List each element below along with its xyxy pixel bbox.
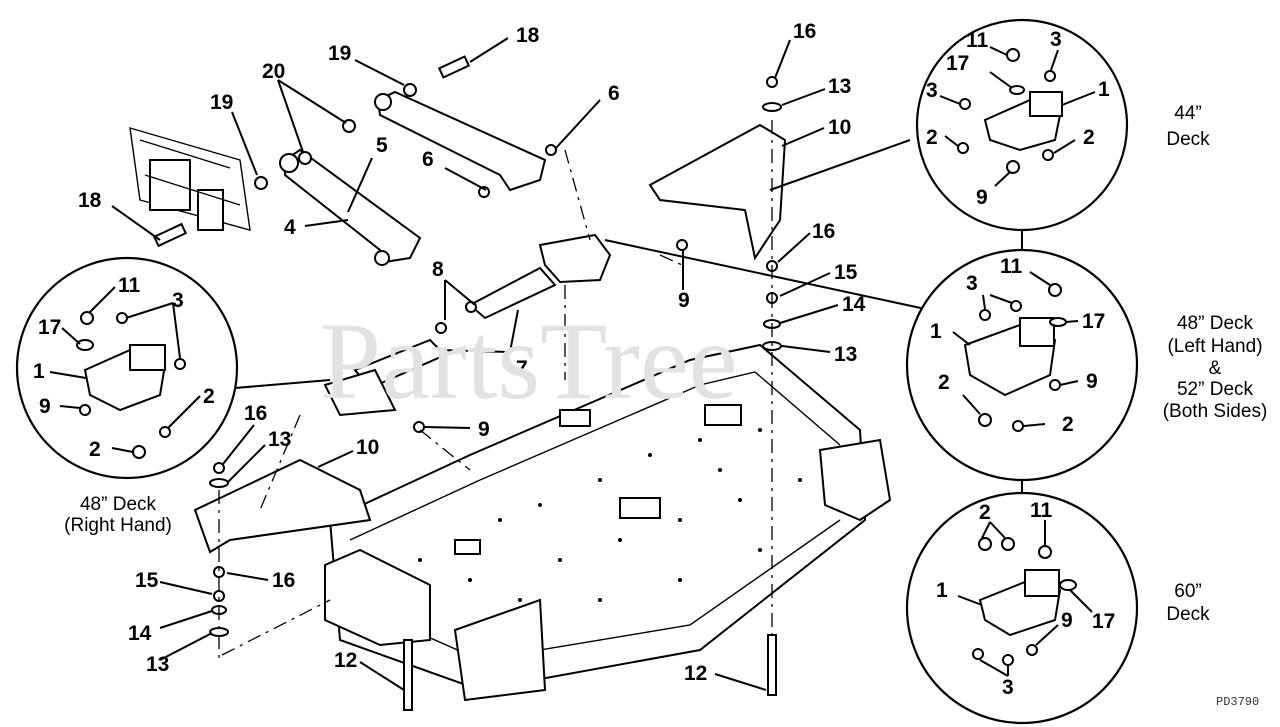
callout-2: 2 [938, 371, 950, 394]
callout-16: 16 [793, 20, 816, 43]
caption-48-right-line2: (Right Hand) [64, 515, 172, 536]
callout-15: 15 [135, 569, 159, 592]
callout-9: 9 [678, 289, 690, 312]
callout-9: 9 [1086, 370, 1098, 393]
callout-5: 5 [376, 134, 388, 157]
lift-arm-lower [279, 148, 422, 266]
callout-15: 15 [834, 261, 858, 284]
callout-3: 3 [172, 289, 184, 312]
callout-2: 2 [926, 126, 938, 149]
baffle-left [193, 458, 372, 554]
callout-4: 4 [284, 216, 296, 239]
callout-3: 3 [1050, 28, 1062, 51]
callout-2: 2 [979, 501, 991, 524]
callout-9: 9 [39, 395, 51, 418]
callout-16: 16 [812, 220, 835, 243]
assembly-lines [218, 120, 773, 660]
callout-13: 13 [834, 343, 857, 366]
callout-14: 14 [842, 293, 866, 316]
watermark: PartsTree TM [320, 300, 959, 422]
callout-9: 9 [478, 418, 490, 441]
callout-11: 11 [1030, 499, 1053, 522]
caption-60-line2: Deck [1166, 604, 1210, 625]
callout-leaders [111, 37, 931, 691]
caption-48-left-line5: (Both Sides) [1163, 401, 1268, 422]
hardware [152, 55, 782, 711]
mower-deck [324, 343, 892, 702]
callout-14: 14 [128, 622, 152, 645]
callout-16: 16 [244, 402, 267, 425]
callout-2: 2 [203, 385, 215, 408]
caption-48-left-line2: (Left Hand) [1167, 336, 1262, 357]
callout-2: 2 [1062, 413, 1074, 436]
lift-bracket-assembly [323, 233, 612, 417]
callout-12: 12 [334, 649, 357, 672]
callout-9: 9 [1061, 609, 1073, 632]
drawing-code: PD3790 [1216, 695, 1259, 709]
caption-48-right-line1: 48” Deck [80, 494, 157, 515]
callout-19: 19 [210, 91, 233, 114]
tractor-frame [129, 127, 251, 231]
callout-2: 2 [1083, 126, 1095, 149]
callout-17: 17 [38, 316, 61, 339]
callout-3: 3 [926, 79, 938, 102]
callout-11: 11 [1000, 255, 1023, 278]
callout-1: 1 [33, 360, 45, 383]
callout-2: 2 [89, 438, 101, 461]
caption-44-line1: 44” [1174, 103, 1201, 124]
callout-17: 17 [1092, 610, 1115, 633]
callout-7: 7 [516, 357, 528, 380]
callout-13: 13 [268, 428, 291, 451]
callout-10: 10 [828, 116, 851, 139]
callout-19: 19 [328, 42, 351, 65]
callout-11: 11 [966, 29, 989, 52]
detail-48-right-hand: 11 3 17 1 9 2 2 48” Deck (Right Hand) [15, 256, 239, 536]
callout-10: 10 [356, 436, 379, 459]
svg-text:PartsTree: PartsTree [320, 300, 738, 422]
callout-3: 3 [1002, 676, 1014, 699]
callout-6: 6 [422, 148, 434, 171]
callout-8: 8 [432, 258, 444, 281]
detail-60-deck: 2 11 1 17 9 3 60” Deck [905, 491, 1210, 725]
callout-labels: 18 19 20 19 18 5 4 6 6 8 7 9 9 16 13 10 … [78, 20, 866, 685]
callout-16: 16 [272, 569, 295, 592]
baffle-right [648, 123, 787, 261]
lift-arm-upper [374, 90, 547, 192]
caption-48-left-line1: 48” Deck [1177, 313, 1254, 334]
callout-17: 17 [1082, 310, 1105, 333]
callout-17: 17 [946, 52, 969, 75]
callout-18: 18 [516, 24, 540, 47]
callout-1: 1 [1098, 78, 1110, 101]
callout-6: 6 [608, 82, 620, 105]
caption-48-left-line4: 52” Deck [1177, 379, 1254, 400]
detail-48-left-52-deck: 11 3 17 1 2 9 2 48” Deck (Left Hand) & 5… [905, 248, 1268, 482]
callout-3: 3 [966, 272, 978, 295]
callout-1: 1 [936, 579, 948, 602]
caption-48-left-line3: & [1209, 358, 1222, 379]
callout-12: 12 [684, 662, 707, 685]
callout-20: 20 [262, 60, 285, 83]
callout-18: 18 [78, 189, 102, 212]
callout-13: 13 [146, 653, 169, 676]
callout-9: 9 [976, 186, 988, 209]
detail-44-deck: 11 3 17 3 1 2 2 9 44” Deck [915, 18, 1210, 232]
caption-60-line1: 60” [1174, 581, 1201, 602]
caption-44-line2: Deck [1166, 129, 1210, 150]
callout-11: 11 [118, 274, 141, 297]
callout-1: 1 [930, 320, 942, 343]
callout-13: 13 [828, 75, 851, 98]
